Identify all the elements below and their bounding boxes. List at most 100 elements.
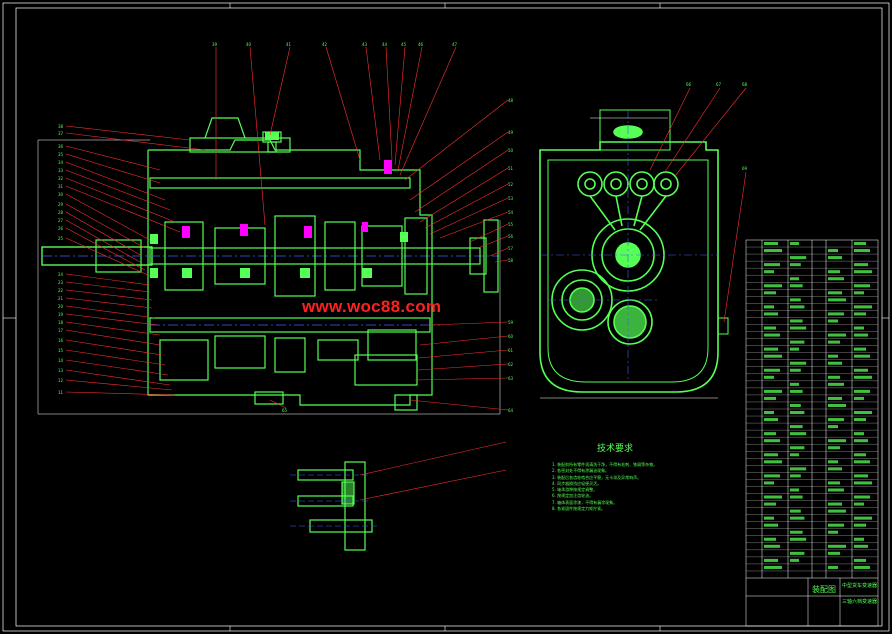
svg-text:34: 34 [58,160,64,165]
svg-text:60: 60 [508,334,514,339]
parts-row-cell [764,516,774,520]
parts-row-cell [764,439,780,443]
parts-row-cell [764,270,774,274]
svg-text:29: 29 [58,202,64,207]
svg-text:35: 35 [58,152,64,157]
frame-ticks [3,3,889,631]
svg-text:27: 27 [58,218,64,223]
parts-row-cell [790,361,807,365]
tech-note: 1. 装配前所有零件须清洗干净，不得有毛刺、铁屑等杂物。 [552,462,658,467]
parts-row-cell [764,502,776,506]
parts-row-cell [854,389,870,393]
parts-row-cell [790,537,807,541]
title-block-title-line1: 中型货车变速器 [842,583,878,589]
svg-text:57: 57 [508,246,514,251]
svg-text:20: 20 [58,304,64,309]
synchronizer-highlights [182,160,392,238]
svg-text:18: 18 [58,320,64,325]
svg-text:31: 31 [58,184,64,189]
svg-text:62: 62 [508,362,514,367]
parts-row-cell [790,558,799,562]
svg-text:63: 63 [508,376,514,381]
parts-row-cell [764,263,780,267]
svg-text:48: 48 [508,98,514,103]
svg-text:56: 56 [508,234,514,239]
parts-row-cell [828,277,844,281]
parts-row-cell [828,467,842,471]
parts-row-cell [790,516,805,520]
svg-text:37: 37 [58,131,64,136]
svg-text:41: 41 [286,42,292,47]
svg-text:44: 44 [382,42,388,47]
bearing-highlights [150,132,408,278]
svg-text:54: 54 [508,210,514,215]
leader-lines-main [65,46,509,411]
parts-row-cell [854,291,864,295]
parts-row-cell [764,432,776,436]
parts-row-cell [828,319,838,323]
parts-row-cell [828,523,844,527]
main-section-view [37,117,501,415]
parts-row-cell [854,312,866,316]
parts-row-cell [828,375,840,379]
parts-row-cell [828,312,844,316]
parts-row-cell [828,403,846,407]
parts-row-cell [790,530,803,534]
tech-note: 3. 装配后各齿轮啮合应平稳，无卡滞及异常响声。 [552,474,642,480]
svg-text:15: 15 [58,348,64,353]
parts-row-cell [854,523,866,527]
parts-row-cell [790,403,801,407]
svg-text:52: 52 [508,182,514,187]
reverse-idler [354,354,418,386]
parts-row-cell [790,277,799,281]
svg-text:45: 45 [401,42,407,47]
svg-text:53: 53 [508,196,514,201]
parts-row-cell [764,411,774,415]
parts-row-cell [764,453,778,457]
parts-row-cell [828,439,846,443]
parts-row-cell [828,460,838,464]
svg-text:51: 51 [508,166,514,171]
technical-requirements-title: 技术要求 [597,444,634,454]
parts-row-cell [790,382,799,386]
parts-row-cell [828,382,844,386]
tech-note: 4. 同步器换挡应轻便灵活。 [552,480,602,486]
parts-row-cell [854,453,866,457]
parts-row-cell [828,551,840,555]
parts-row-cell [790,347,799,351]
parts-row-cell [764,291,776,295]
technical-requirements-notes: 1. 装配前所有零件须清洗干净，不得有毛刺、铁屑等杂物。 2. 各密封处不得有渗… [552,462,712,512]
side-view-housing [539,141,719,393]
parts-row-cell [764,284,782,288]
side-view [539,109,729,393]
parts-row-cell [828,249,838,253]
svg-text:43: 43 [362,42,368,47]
parts-row-cell [854,347,866,351]
parts-row-cell [854,558,866,562]
tech-note: 5. 轴承游隙按规定调整。 [552,487,598,493]
svg-text:23: 23 [58,280,64,285]
parts-row-cell [828,354,838,358]
parts-row-cell [790,474,801,478]
svg-text:50: 50 [508,148,514,153]
parts-row-cell [828,361,842,365]
svg-text:19: 19 [58,312,64,317]
parts-row-cell [764,375,774,379]
svg-text:24: 24 [58,272,64,277]
parts-row-cell [854,375,872,379]
parts-row-cell [828,340,840,344]
parts-row-cell [828,565,838,569]
parts-row-cell [790,453,799,457]
parts-row-cell [790,432,807,436]
svg-text:32: 32 [58,176,64,181]
parts-row-cell [854,516,872,520]
parts-row-cell [854,284,870,288]
parts-row-cell [828,509,846,513]
svg-text:55: 55 [508,222,514,227]
svg-text:11: 11 [58,390,64,395]
parts-row-cell [828,291,842,295]
svg-text:58: 58 [508,258,514,263]
tech-note: 7. 箱体表面涂漆，不得有漏涂现象。 [552,499,618,505]
detail-center-lines [290,474,380,527]
